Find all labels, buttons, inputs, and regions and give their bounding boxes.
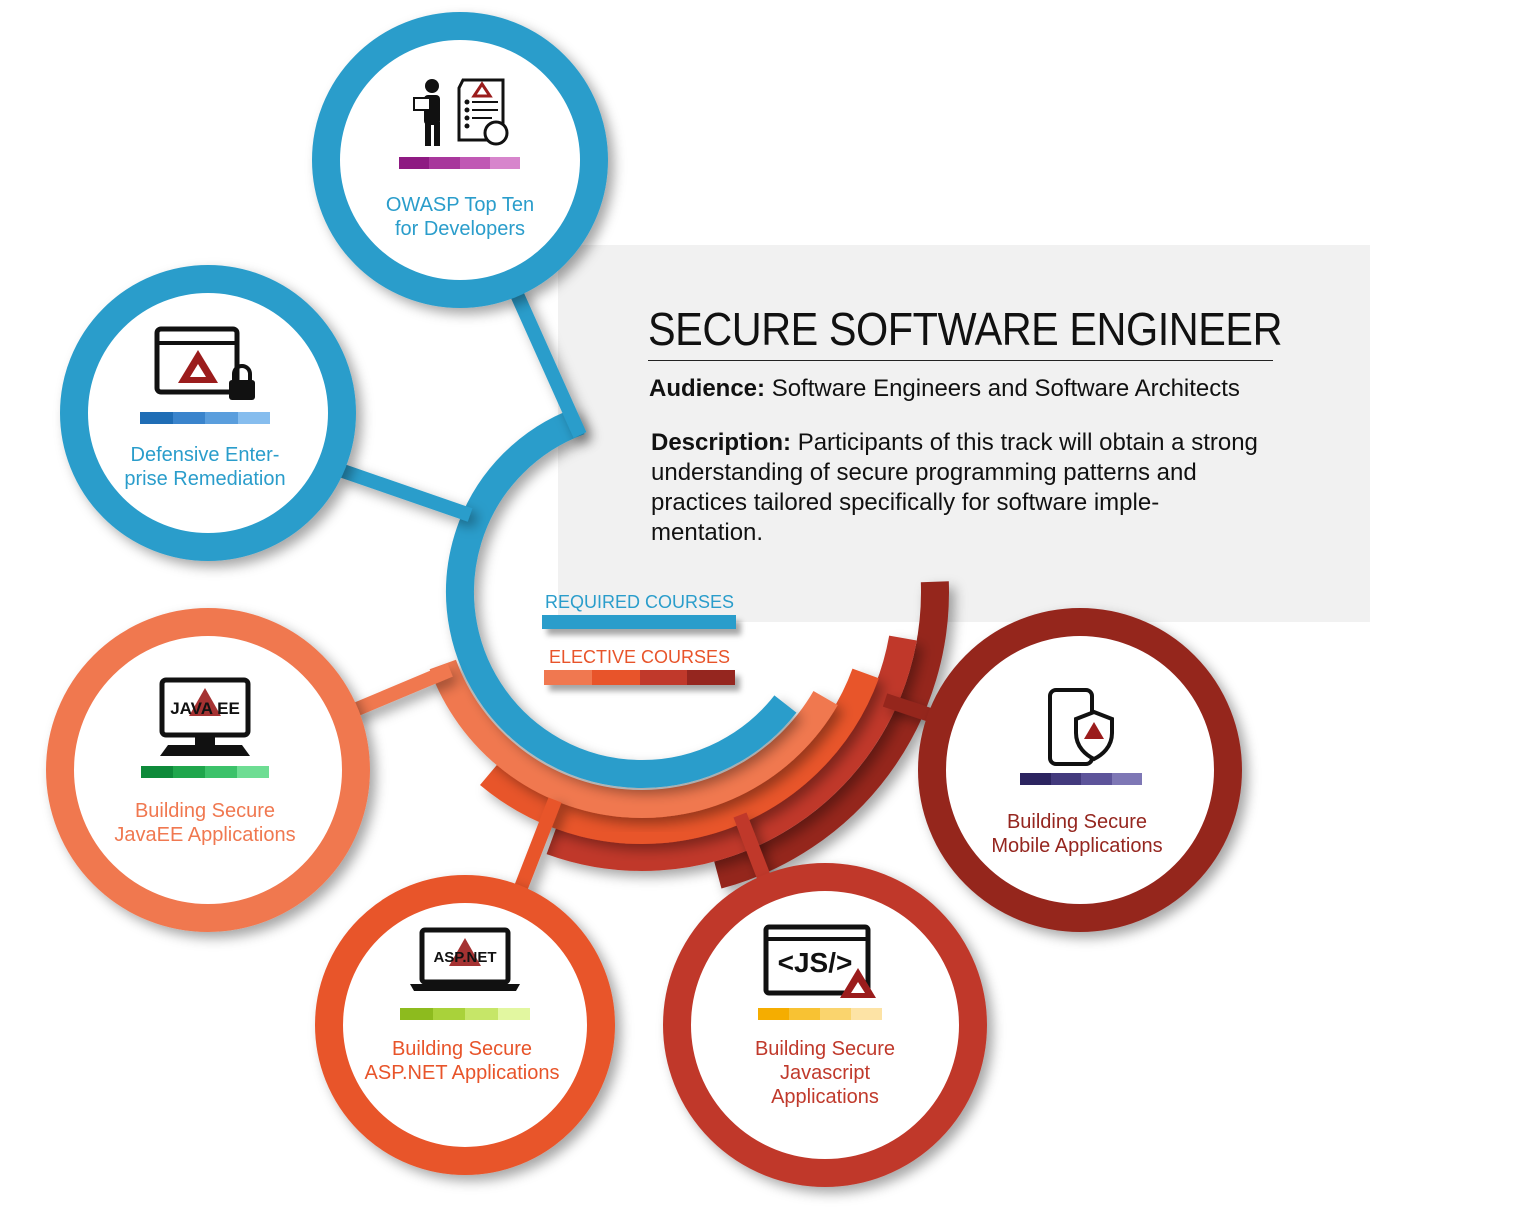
connector-javaee [347, 663, 453, 719]
javascript-browser-icon: <JS/> [763, 924, 876, 998]
course-circle-mobile[interactable] [918, 608, 1242, 932]
svg-text:JAVA EE: JAVA EE [170, 699, 240, 718]
info-panel [558, 245, 1370, 622]
legend-required-swatch [542, 615, 736, 629]
course-line: Building Secure [391, 1038, 533, 1060]
svg-text:ASP.NET: ASP.NET [433, 949, 496, 966]
course-line: Building Secure [754, 1038, 896, 1060]
arc-elective-1 [429, 659, 838, 818]
course-circle-aspnet[interactable] [315, 875, 615, 1175]
aspnet-laptop-icon: ASP.NET [410, 927, 520, 991]
course-line: Applications [771, 1086, 879, 1108]
course-line: prise Remediation [124, 468, 286, 490]
arc-elective-4 [714, 581, 949, 889]
level-bar-owasp [399, 157, 520, 169]
connector-aspnet [513, 797, 562, 893]
level-bar-js [758, 1008, 882, 1020]
developer-checklist-icon [413, 78, 509, 146]
level-bar-mobile [1020, 773, 1142, 785]
audience-label: Audience: [649, 375, 766, 402]
course-line: ASP.NET Applications [364, 1062, 560, 1084]
course-line: for Developers [394, 218, 526, 240]
legend-elective-swatch [544, 670, 735, 685]
audience-text: Software Engineers and Software Architec… [771, 375, 1240, 402]
legend-elective: ELECTIVE COURSES [549, 647, 731, 667]
course-line: Mobile Applications [991, 835, 1163, 857]
course-label-defensive[interactable]: Defensive Enter-prise Remediation [75, 443, 335, 491]
level-bar-aspnet [400, 1008, 530, 1020]
browser-lock-icon [154, 326, 255, 400]
course-circle-js[interactable] [663, 863, 987, 1187]
title-divider [648, 360, 1273, 361]
course-line: Building Secure [134, 800, 276, 822]
description-text: Participants of this track will obtain a… [651, 429, 1258, 546]
svg-text:<JS/>: <JS/> [778, 947, 853, 978]
course-line: Defensive Enter- [130, 444, 280, 466]
course-line: JavaEE Applications [114, 824, 296, 846]
javaee-monitor-icon: JAVA EE [159, 677, 251, 756]
connector-js [733, 812, 772, 883]
page-title: SECURE SOFTWARE ENGINEER [648, 303, 1283, 355]
course-line: Javascript [779, 1062, 871, 1084]
connector-owasp [508, 287, 587, 438]
course-line: OWASP Top Ten [385, 194, 535, 216]
arc-required [446, 407, 797, 788]
audience: Audience: Software Engineers and Softwar… [649, 375, 1240, 403]
connector-defensive [337, 463, 473, 522]
legend-required: REQUIRED COURSES [545, 592, 735, 612]
description: Description: Participants of this track … [651, 428, 1271, 548]
arc-elective-3 [546, 635, 917, 871]
course-line: Building Secure [1006, 811, 1148, 833]
level-bar-defensive [140, 412, 270, 424]
mobile-shield-icon [1048, 688, 1114, 766]
level-bar-javaee [141, 766, 269, 778]
description-label: Description: [651, 429, 792, 456]
connector-mobile [882, 693, 933, 722]
